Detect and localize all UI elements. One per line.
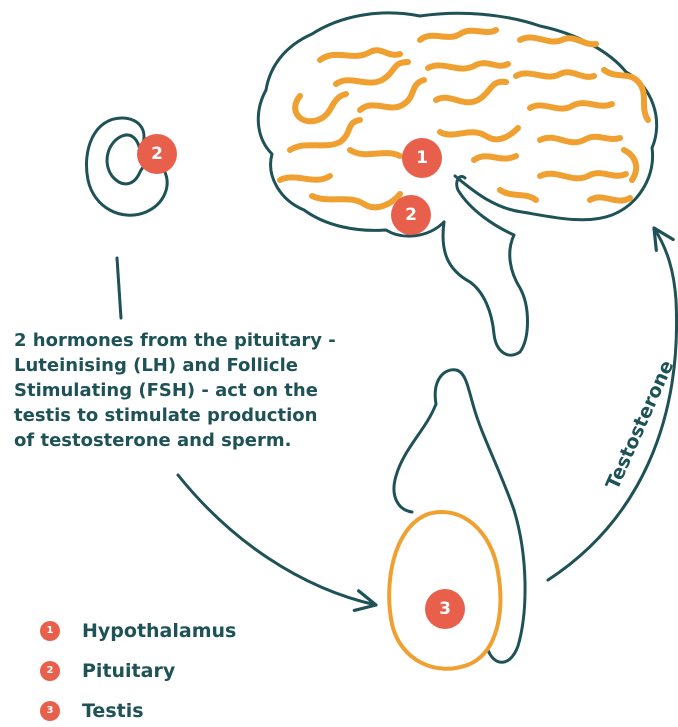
caption-line: Stimulating (FSH) - act on the [14,378,414,403]
brainstem-outline [443,176,527,355]
badge-hypothalamus: 1 [402,138,442,178]
hormone-caption: 2 hormones from the pituitary - Luteinis… [14,328,414,453]
caption-line: of testosterone and sperm. [14,428,414,453]
badge-pituitary-brain: 2 [391,195,431,235]
caption-line: Luteinising (LH) and Follicle [14,353,414,378]
legend-item-testis: 3 Testis [40,699,144,723]
legend-label: Testis [82,700,144,722]
legend-badge: 3 [40,701,60,721]
badge-pituitary-detail: 2 [137,134,177,174]
badge-testis: 3 [425,589,465,629]
caption-line: testis to stimulate production [14,403,414,428]
hormone-arrow [178,475,376,605]
legend-badge: 1 [40,621,60,641]
legend-badge: 2 [40,661,60,681]
legend-item-pituitary: 2 Pituitary [40,659,175,683]
legend-label: Pituitary [82,660,175,682]
connector-line [117,258,121,318]
legend-item-hypothalamus: 1 Hypothalamus [40,619,236,643]
legend-label: Hypothalamus [82,620,236,642]
caption-line: 2 hormones from the pituitary - [14,328,414,353]
brain-gyri [280,30,648,207]
